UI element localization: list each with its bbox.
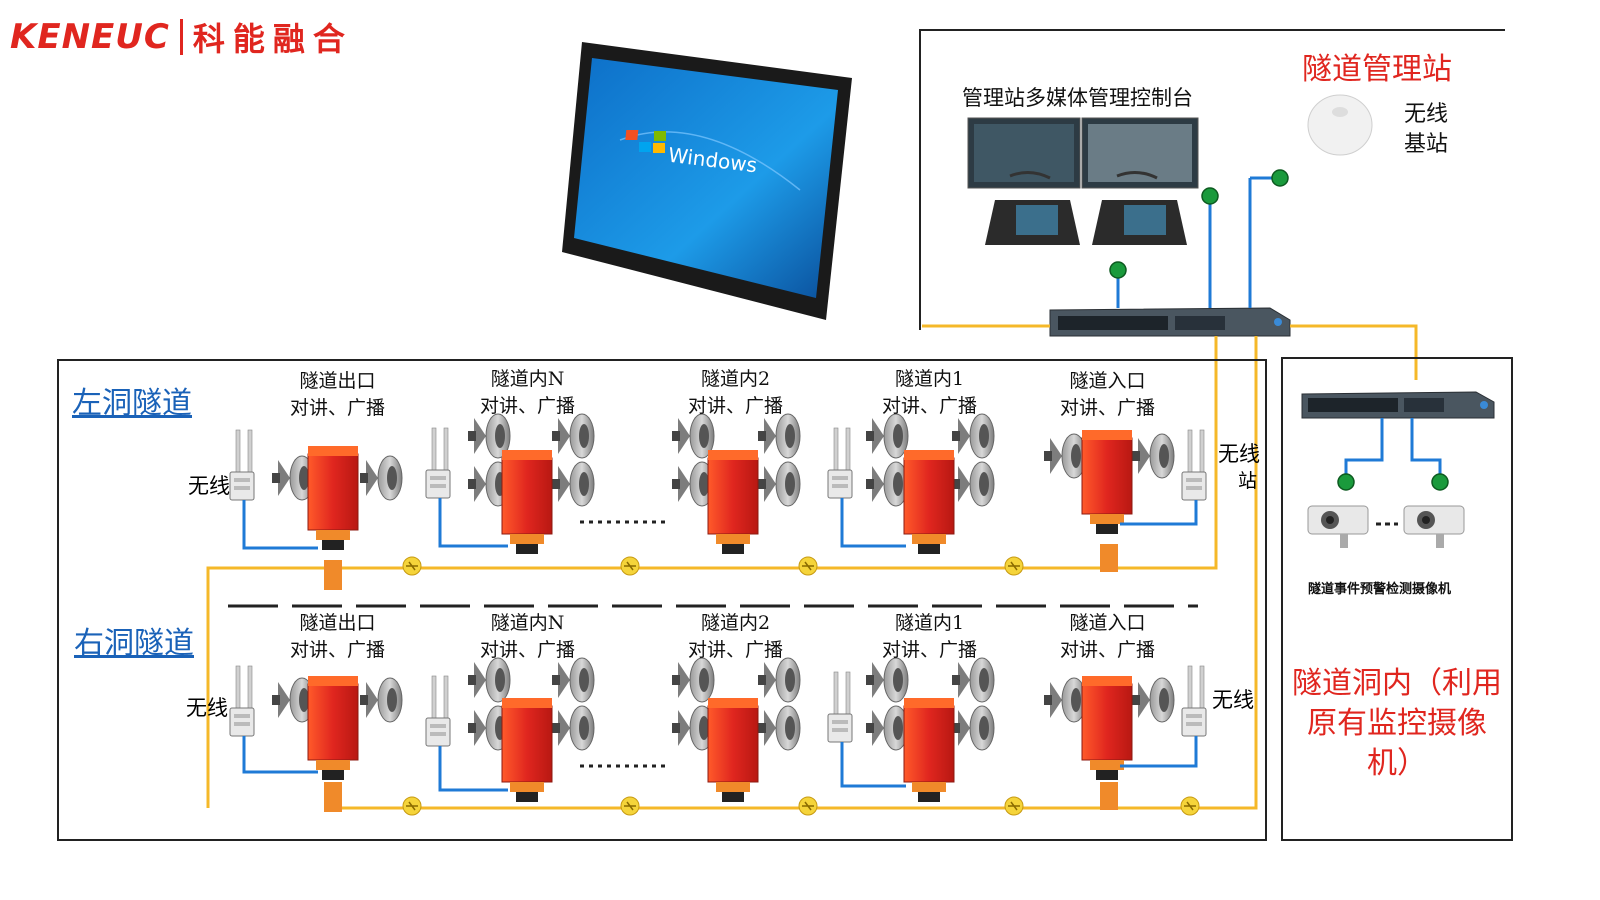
unit-label-line2: 对讲、广播 <box>290 397 386 419</box>
desk-phone-2 <box>1092 171 1187 245</box>
station-title: 隧道管理站 <box>1302 52 1452 87</box>
wireless-label-upper-right-partial: 站 <box>1238 470 1258 492</box>
base-station-label-line2: 基站 <box>1404 132 1449 157</box>
unit-label-line2: 对讲、广播 <box>882 639 978 661</box>
base-station-label: 无线 基站 <box>1404 100 1448 160</box>
unit-label-line2: 对讲、广播 <box>688 395 784 417</box>
lower-unit-entry <box>1043 665 1207 810</box>
right-tunnel-title: 右洞隧道 <box>74 626 194 661</box>
upper-label-exit: 隧道出口 对讲、广播 <box>290 368 385 422</box>
desk-phone-1 <box>985 171 1080 245</box>
lower-label-n: 隧道内N 对讲、广播 <box>480 610 575 664</box>
upper-unit-entry <box>1043 429 1207 572</box>
windows-logo-icon <box>625 130 639 140</box>
fiber-lines <box>922 324 1418 810</box>
lower-unit-1 <box>827 657 995 803</box>
logo-chinese: 科能融合 <box>192 20 353 58</box>
lower-label-2: 隧道内2 对讲、广播 <box>688 610 783 664</box>
upper-unit-2 <box>671 413 801 555</box>
unit-label-line1: 隧道入口 <box>1069 612 1146 634</box>
camera-switch <box>1301 391 1495 419</box>
console-label: 管理站多媒体管理控制台 <box>962 86 1193 110</box>
unit-label-line1: 隧道内2 <box>700 368 771 390</box>
unit-label-line1: 隧道入口 <box>1069 370 1146 392</box>
left-tunnel-title: 左洞隧道 <box>72 386 192 421</box>
core-switch <box>1049 307 1291 337</box>
base-station-label-line1: 无线 <box>1404 102 1449 127</box>
wireless-label-lower-right: 无线 <box>1212 688 1254 712</box>
upper-unit-exit <box>229 429 403 590</box>
upper-label-1: 隧道内1 对讲、广播 <box>882 366 977 420</box>
console-monitors <box>967 117 1199 189</box>
lower-unit-2 <box>671 657 801 803</box>
unit-label-line1: 隧道内1 <box>894 368 965 390</box>
camera-box-note: 隧道洞内（利用 原有监控摄像 机） <box>1288 664 1506 784</box>
station-frame <box>919 29 1505 330</box>
wireless-label-lower-left: 无线 <box>186 696 228 720</box>
unit-label-line1: 隧道内N <box>490 612 565 634</box>
wireless-label-upper-right: 无线 <box>1218 442 1260 466</box>
logo-english: KENEUC <box>10 17 170 57</box>
camera-note-line1: 隧道洞内（利用 <box>1292 666 1502 701</box>
brand-logo: KENEUC 科能融合 <box>10 14 353 60</box>
event-camera-1 <box>1307 505 1369 548</box>
camera-caption: 隧道事件预警检测摄像机 <box>1308 582 1452 597</box>
lower-label-exit: 隧道出口 对讲、广播 <box>290 610 385 664</box>
unit-label-line2: 对讲、广播 <box>480 639 576 661</box>
unit-label-line2: 对讲、广播 <box>1060 639 1156 661</box>
lower-label-1: 隧道内1 对讲、广播 <box>882 610 977 664</box>
unit-label-line1: 隧道出口 <box>299 370 376 392</box>
camera-note-line2: 原有监控摄像 <box>1307 706 1487 741</box>
lower-label-entry: 隧道入口 对讲、广播 <box>1060 610 1155 664</box>
unit-label-line1: 隧道内1 <box>894 612 965 634</box>
camera-frame <box>1281 357 1513 841</box>
logo-divider <box>179 19 183 55</box>
upper-unit-1 <box>827 413 995 555</box>
unit-label-line2: 对讲、广播 <box>1060 397 1156 419</box>
lower-unit-n <box>425 657 595 803</box>
wireless-label-upper-left: 无线 <box>188 474 230 498</box>
event-camera-2 <box>1403 505 1465 548</box>
unit-label-line1: 隧道出口 <box>299 612 376 634</box>
unit-label-line1: 隧道内2 <box>700 612 771 634</box>
upper-label-2: 隧道内2 对讲、广播 <box>688 366 783 420</box>
unit-label-line2: 对讲、广播 <box>882 395 978 417</box>
camera-note-line3: 机） <box>1367 746 1427 781</box>
upper-label-entry: 隧道入口 对讲、广播 <box>1060 368 1155 422</box>
upper-unit-n <box>425 413 595 555</box>
wireless-base-station-icon <box>1307 94 1373 156</box>
tunnel-frame <box>57 359 1267 841</box>
lower-unit-exit <box>229 665 403 812</box>
unit-label-line2: 对讲、广播 <box>290 639 386 661</box>
unit-label-line1: 隧道内N <box>490 368 565 390</box>
unit-label-line2: 对讲、广播 <box>688 639 784 661</box>
unit-label-line2: 对讲、广播 <box>480 395 576 417</box>
upper-label-n: 隧道内N 对讲、广播 <box>480 366 575 420</box>
tablet-computer <box>562 42 852 320</box>
